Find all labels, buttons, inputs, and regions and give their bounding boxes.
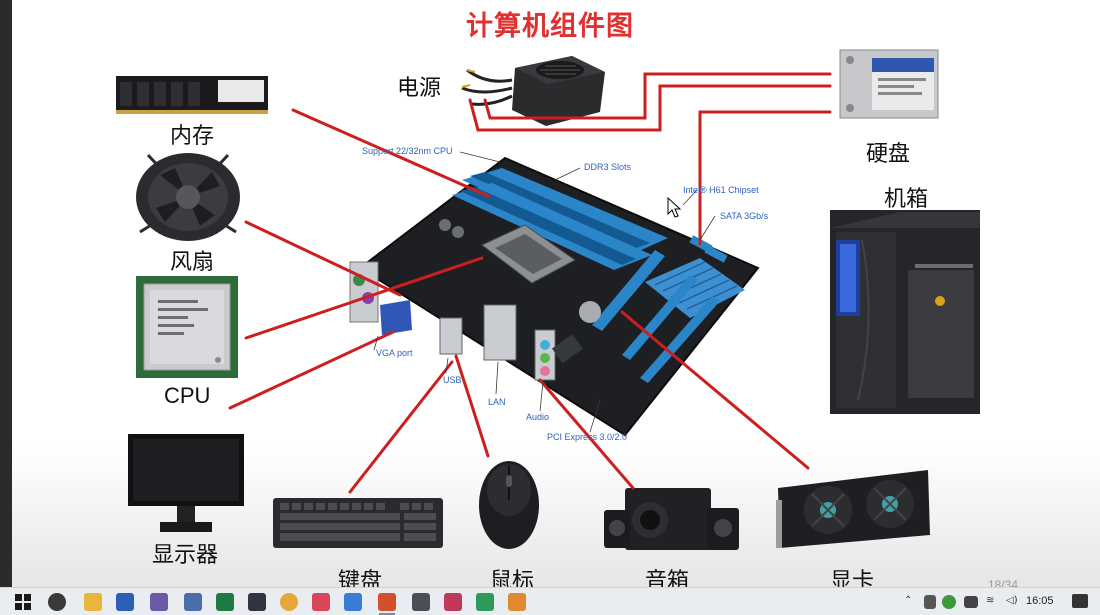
label-chipset: Intel® H61 Chipset bbox=[683, 185, 759, 195]
search-icon[interactable] bbox=[48, 593, 66, 611]
label-monitor: 显示器 bbox=[152, 543, 219, 568]
cpu-chip-image bbox=[136, 276, 238, 378]
line-memory bbox=[291, 108, 490, 198]
ram-stick-image bbox=[116, 76, 268, 114]
line-power bbox=[468, 84, 832, 132]
keyboard-image bbox=[273, 498, 443, 548]
network-icon[interactable]: ≋ bbox=[986, 595, 995, 606]
label-vga: VGA port bbox=[376, 348, 413, 358]
tray-icon-2[interactable] bbox=[942, 595, 956, 609]
tray-icon-3[interactable] bbox=[964, 596, 978, 608]
speakers-image bbox=[604, 488, 739, 550]
power-supply-image bbox=[461, 56, 605, 126]
line-fan bbox=[244, 220, 402, 297]
word-icon[interactable] bbox=[116, 593, 134, 611]
mouse-pointer-icon bbox=[667, 196, 682, 218]
board-leader-lines bbox=[373, 151, 716, 433]
file-explorer-icon[interactable] bbox=[84, 593, 102, 611]
diagram-canvas bbox=[116, 49, 980, 550]
clock[interactable]: 16:05 bbox=[1026, 595, 1054, 607]
tray-icon-1[interactable] bbox=[924, 595, 936, 609]
app-icon-9[interactable] bbox=[508, 593, 526, 611]
line-power-2 bbox=[483, 72, 832, 120]
label-usb: USB bbox=[443, 375, 462, 385]
label-lan: LAN bbox=[488, 397, 506, 407]
label-pcie: PCI Express 3.0/2.0 bbox=[547, 432, 628, 442]
windows-start-icon[interactable] bbox=[14, 593, 32, 611]
notification-icon[interactable] bbox=[1072, 594, 1088, 608]
graphics-card-image bbox=[776, 470, 930, 548]
app-icon-4[interactable] bbox=[312, 593, 330, 611]
app-icon-6[interactable] bbox=[412, 593, 430, 611]
hard-disk-image bbox=[839, 49, 939, 119]
app-icon-7[interactable] bbox=[444, 593, 462, 611]
label-keyboard: 键盘 bbox=[338, 569, 383, 587]
excel-icon[interactable] bbox=[216, 593, 234, 611]
label-cpu: CPU bbox=[164, 383, 211, 408]
line-monitor bbox=[228, 330, 395, 410]
label-cpu-support: Support 22/32nm CPU bbox=[362, 146, 453, 156]
line-gpu bbox=[620, 310, 810, 470]
page-number: 18/34 bbox=[988, 578, 1019, 587]
app-icon-8[interactable] bbox=[476, 593, 494, 611]
label-speaker: 音箱 bbox=[645, 569, 690, 587]
line-keyboard bbox=[348, 360, 454, 494]
label-hdd: 硬盘 bbox=[866, 142, 911, 167]
label-case: 机箱 bbox=[884, 187, 929, 212]
pc-case-image bbox=[830, 210, 980, 414]
app-icon-5[interactable] bbox=[344, 593, 362, 611]
active-app-indicator bbox=[379, 613, 395, 615]
label-power: 电源 bbox=[397, 76, 442, 101]
line-hdd bbox=[698, 110, 832, 246]
volume-icon[interactable]: ◁) bbox=[1006, 595, 1018, 606]
motherboard-image bbox=[349, 156, 760, 437]
label-gpu: 显卡 bbox=[830, 569, 875, 587]
app-icon-2[interactable] bbox=[184, 593, 202, 611]
label-mouse: 鼠标 bbox=[490, 569, 535, 587]
label-fan: 风扇 bbox=[170, 250, 215, 275]
powerpoint-icon[interactable] bbox=[378, 593, 396, 611]
connector-lines bbox=[228, 72, 832, 494]
chevron-up-icon[interactable]: ⌃ bbox=[904, 595, 913, 606]
taskbar: ⌃ ≋ ◁) 16:05 bbox=[0, 587, 1100, 615]
slide-title: 计算机组件图 bbox=[466, 11, 634, 42]
label-ddr3-slots: DDR3 Slots bbox=[584, 162, 632, 172]
label-sata: SATA 3Gb/s bbox=[720, 211, 769, 221]
mouse-image bbox=[479, 461, 539, 549]
label-audio: Audio bbox=[526, 412, 550, 422]
app-icon-1[interactable] bbox=[150, 593, 168, 611]
monitor-image bbox=[128, 434, 244, 532]
browser-icon[interactable] bbox=[280, 593, 298, 611]
cpu-fan-image bbox=[136, 153, 240, 241]
line-cpu bbox=[244, 256, 484, 340]
slide: 计算机组件图 bbox=[0, 0, 1100, 587]
label-memory: 内存 bbox=[170, 124, 215, 149]
line-mouse bbox=[454, 354, 490, 458]
line-speaker bbox=[538, 378, 635, 490]
app-icon-3[interactable] bbox=[248, 593, 266, 611]
slide-left-edge bbox=[0, 0, 12, 587]
